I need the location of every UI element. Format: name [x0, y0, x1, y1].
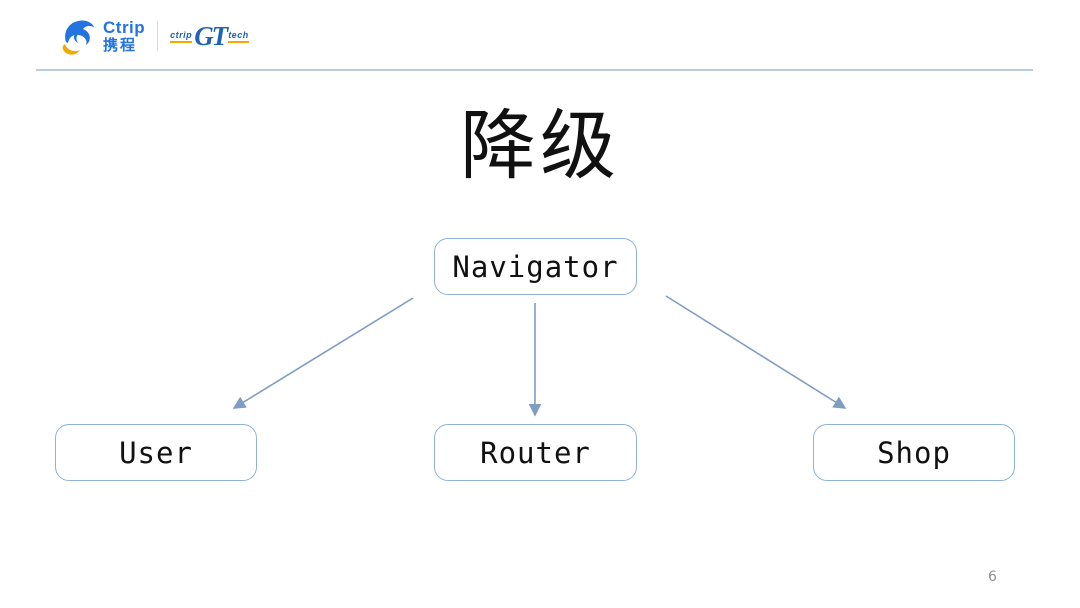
diagram-node-navigator: Navigator [434, 238, 637, 295]
ctrip-dolphin-icon [62, 20, 94, 55]
ctrip-wordmark-cn: 携程 [103, 37, 138, 54]
ctrip-wordmark: Ctrip 携程 [103, 19, 145, 53]
edge-navigator-shop [665, 295, 847, 409]
page-number: 6 [988, 569, 997, 585]
gt-logo-prefix: ctrip [170, 30, 193, 43]
diagram-node-router: Router [434, 424, 637, 481]
header-divider-line [36, 69, 1033, 71]
ctrip-logo: Ctrip 携程 [58, 14, 145, 58]
diagram-node-user: User [55, 424, 257, 481]
header: Ctrip 携程 ctrip GT tech [58, 12, 249, 60]
slide-title: 降级 [460, 104, 620, 189]
ctrip-gt-tech-logo: ctrip GT tech [170, 20, 249, 51]
edge-navigator-user [232, 297, 414, 409]
gt-logo-mark: GT [194, 20, 228, 51]
ctrip-wordmark-en: Ctrip [103, 18, 146, 37]
logo-divider [157, 21, 159, 51]
gt-logo-suffix: tech [228, 30, 249, 43]
diagram-node-shop: Shop [813, 424, 1015, 481]
